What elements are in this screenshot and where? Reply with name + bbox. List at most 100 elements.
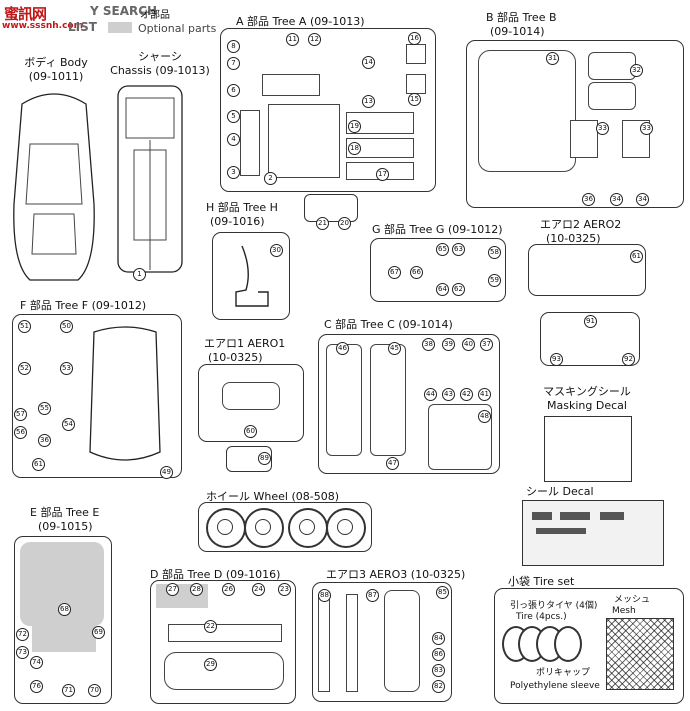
masking-en: Masking Decal <box>547 399 627 412</box>
mesh-jp: メッシュ <box>614 595 651 605</box>
part-number: 58 <box>488 246 501 259</box>
car-body-drawing <box>13 93 95 281</box>
optional-jp: オ部品 <box>140 10 170 21</box>
exhaust-part-drawing <box>235 245 269 307</box>
aero2-code: (10-0325) <box>546 232 601 245</box>
tree-a-part <box>346 138 414 158</box>
tree-e-code: (09-1015) <box>38 520 93 533</box>
part-number: 26 <box>222 583 235 596</box>
part-number: 19 <box>348 120 361 133</box>
part-number: 65 <box>436 243 449 256</box>
part-number: 32 <box>630 64 643 77</box>
part-number: 15 <box>408 93 421 106</box>
part-number: 47 <box>386 457 399 470</box>
chassis-en: Chassis <box>110 64 152 77</box>
part-number: 55 <box>38 402 51 415</box>
part-number: 54 <box>62 418 75 431</box>
door-part <box>370 344 406 456</box>
part-number: 66 <box>410 266 423 279</box>
tree-a-part <box>346 112 414 134</box>
part-number: 48 <box>478 410 491 423</box>
tire-set-title: 小袋 Tire set <box>508 575 575 588</box>
body-title: ボディ Body <box>24 56 88 69</box>
tree-b-floor-part <box>478 50 576 172</box>
part-number: 17 <box>376 168 389 181</box>
part-number: 72 <box>16 628 29 641</box>
part-number: 61 <box>630 250 643 263</box>
masking-sheet <box>544 416 632 482</box>
part-number: 37 <box>480 338 493 351</box>
part-number: 33 <box>640 122 653 135</box>
header-title-a: Y SEARCH <box>90 4 158 18</box>
part-number: 1 <box>133 268 146 281</box>
mesh-sheet <box>606 618 674 690</box>
part-number: 82 <box>432 680 445 693</box>
header-title-b: LIST <box>68 20 97 34</box>
part-number: 36 <box>38 434 51 447</box>
tree-a-part <box>268 104 340 178</box>
door-part <box>326 344 362 456</box>
part-number: 14 <box>362 56 375 69</box>
tree-e-optional-part <box>32 614 96 652</box>
tree-d-title: D 部品 Tree D (09-1016) <box>150 568 281 581</box>
part-number: 11 <box>286 33 299 46</box>
part-number: 4 <box>227 133 240 146</box>
part-number: 88 <box>318 589 331 602</box>
part-number: 92 <box>622 353 635 366</box>
part-number: 89 <box>258 452 271 465</box>
part-number: 30 <box>270 244 283 257</box>
part-number: 91 <box>584 315 597 328</box>
chassis-jp: シャーシ <box>138 50 182 63</box>
aero3-part <box>384 590 420 692</box>
part-number: 59 <box>488 274 501 287</box>
tree-h-title: H 部品 Tree H <box>206 201 278 214</box>
part-number: 3 <box>227 166 240 179</box>
part-number: 52 <box>18 362 31 375</box>
part-number: 13 <box>362 95 375 108</box>
tire-part <box>554 626 582 662</box>
part-number: 16 <box>408 32 421 45</box>
part-number: 41 <box>478 388 491 401</box>
part-number: 28 <box>190 583 203 596</box>
part-number: 36 <box>582 193 595 206</box>
part-number: 34 <box>636 193 649 206</box>
part-number: 44 <box>424 388 437 401</box>
optional-en: Optional parts <box>138 22 217 35</box>
masking-jp: マスキングシール <box>543 385 631 398</box>
part-number: 85 <box>436 586 449 599</box>
wheel-title: ホイール Wheel (08-508) <box>206 490 339 503</box>
tree-b-part <box>570 120 598 158</box>
part-number: 31 <box>546 52 559 65</box>
tree-b-code: (09-1014) <box>490 25 545 38</box>
mesh-en: Mesh <box>612 606 636 616</box>
part-number: 8 <box>227 40 240 53</box>
part-number: 22 <box>204 620 217 633</box>
small-parts-frame <box>304 194 358 222</box>
aero1-code: (10-0325) <box>208 351 263 364</box>
part-number: 42 <box>460 388 473 401</box>
tree-f-title: F 部品 Tree F (09-1012) <box>20 299 147 312</box>
part-number: 53 <box>60 362 73 375</box>
tree-d-part <box>168 624 282 642</box>
part-number: 87 <box>366 589 379 602</box>
decal-item <box>536 528 586 534</box>
part-number: 60 <box>244 425 257 438</box>
aero3-frame <box>312 582 452 702</box>
part-number: 57 <box>14 408 27 421</box>
part-number: 93 <box>550 353 563 366</box>
tree-f-frame <box>12 314 182 478</box>
part-number: 68 <box>58 603 71 616</box>
part-number: 6 <box>227 84 240 97</box>
part-number: 70 <box>88 684 101 697</box>
optional-swatch <box>108 22 132 33</box>
aero2-title: エアロ2 AERO2 <box>540 218 622 231</box>
body-code: (09-1011) <box>28 70 84 83</box>
part-number: 24 <box>252 583 265 596</box>
part-number: 18 <box>348 142 361 155</box>
part-number: 27 <box>166 583 179 596</box>
wheel-part <box>288 508 328 548</box>
part-number: 51 <box>18 320 31 333</box>
chassis-code: (09-1013) <box>155 64 210 77</box>
tree-c-title: C 部品 Tree C (09-1014) <box>324 318 453 331</box>
watermark-url: www.sssnh.com <box>2 21 83 31</box>
